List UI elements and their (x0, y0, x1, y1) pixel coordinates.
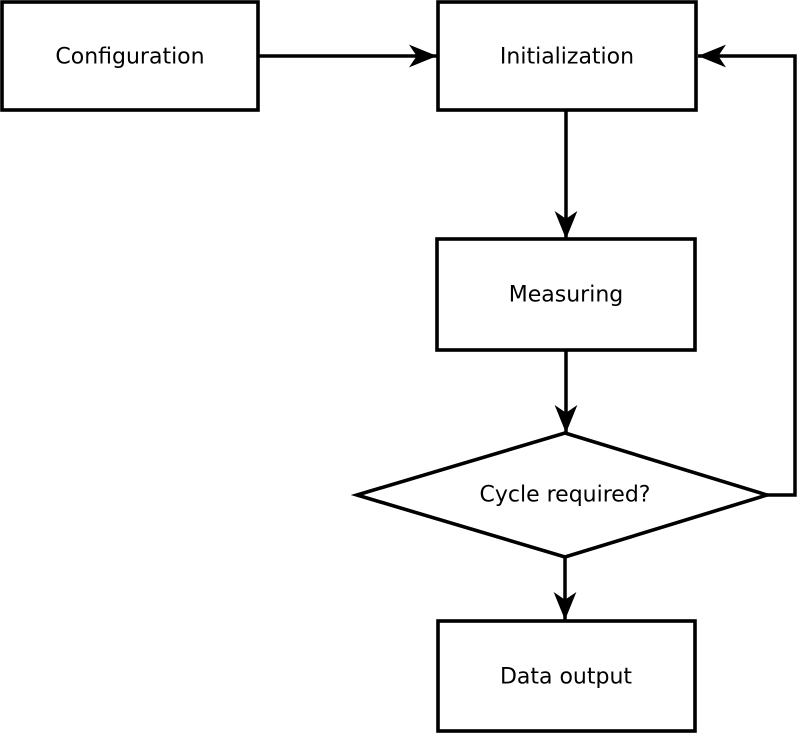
initialization-node-shape (436, 0, 698, 112)
initialization-node-label: Initialization (500, 45, 634, 70)
configuration-node: Configuration (0, 0, 260, 112)
data-output-node-shape (436, 619, 697, 733)
configuration-node-shape (0, 0, 260, 112)
measuring-node-shape (435, 237, 697, 352)
measuring-node-label: Measuring (509, 283, 623, 308)
cycle-required-diamond-shape (350, 431, 774, 559)
cycle-required-node-label: Cycle required? (480, 483, 651, 508)
edge-cycle-required-loop-to-initialization (698, 44, 797, 497)
data-output-node-label: Data output (500, 665, 632, 690)
measuring-node: Measuring (435, 237, 697, 352)
data-output-node: Data output (436, 619, 697, 733)
cycle-required-decision-node: Cycle required? (350, 431, 774, 559)
configuration-node-label: Configuration (55, 45, 204, 70)
initialization-node: Initialization (436, 0, 698, 112)
